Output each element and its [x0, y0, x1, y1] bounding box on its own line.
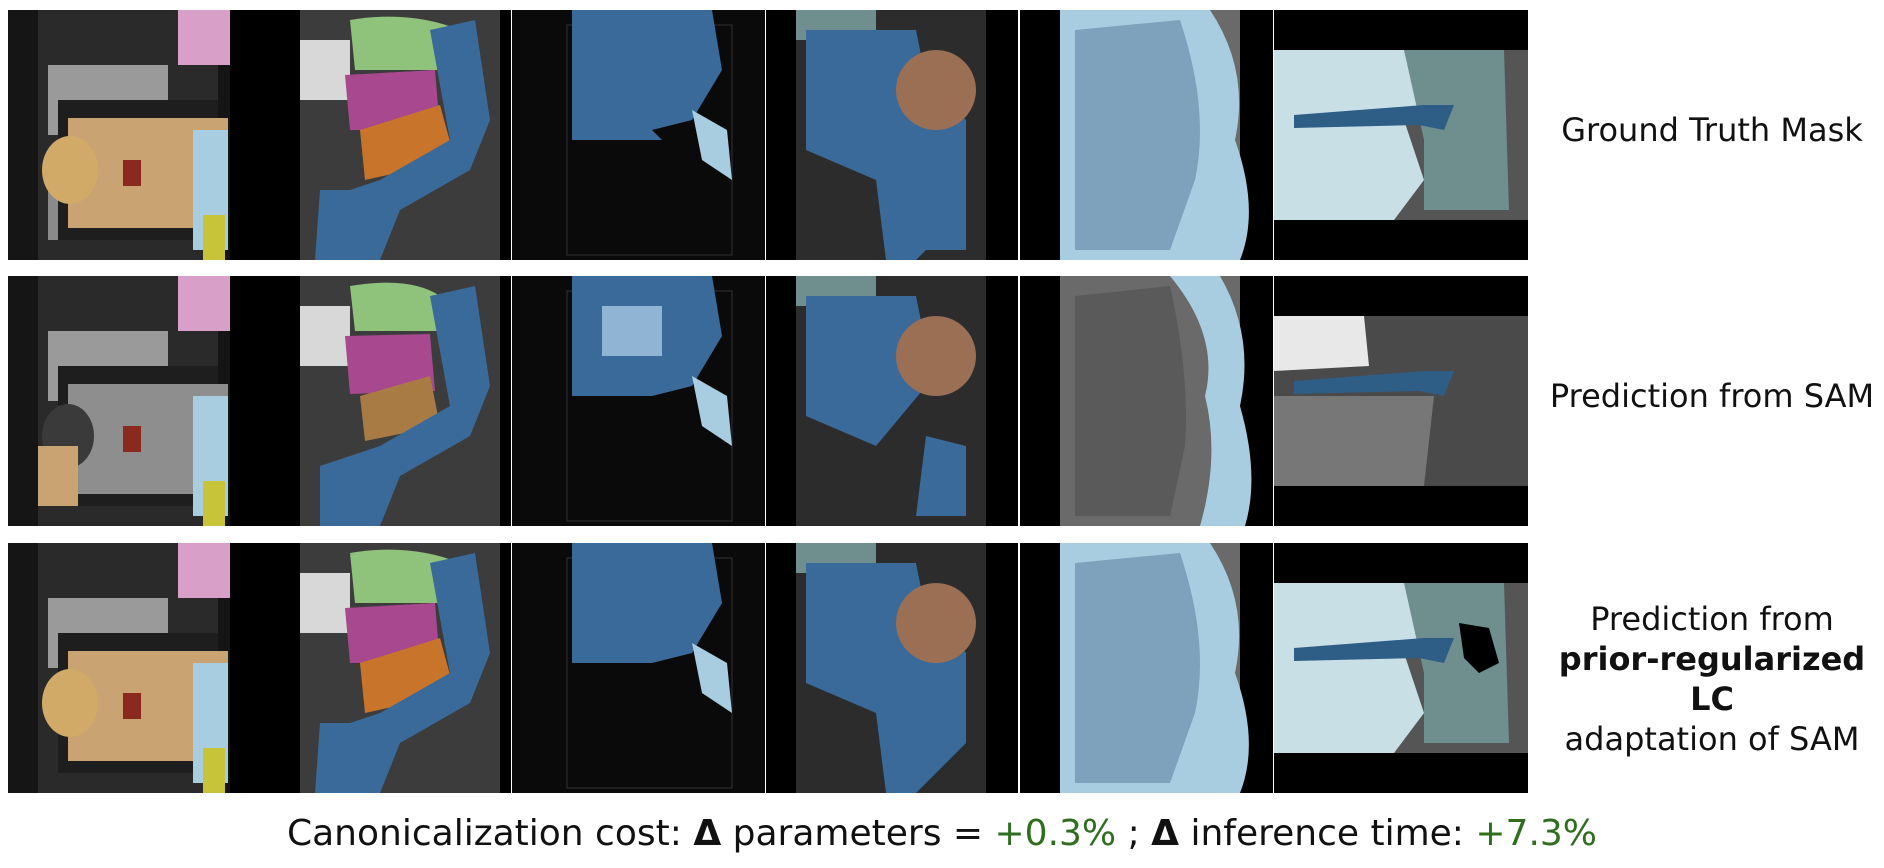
inference-time-cost-value: +7.3% — [1475, 813, 1598, 854]
image-tile — [766, 543, 1018, 793]
parameters-cost-value: +0.3% — [994, 813, 1117, 854]
image-tile — [512, 276, 765, 526]
image-tile — [8, 276, 260, 526]
segmentation-image — [512, 543, 765, 793]
row-label-line: Prediction from — [1590, 600, 1834, 638]
image-tile — [1274, 10, 1528, 260]
segmentation-image — [8, 10, 260, 260]
image-tile — [260, 276, 511, 526]
segmentation-image — [260, 10, 511, 260]
caption-prefix: Canonicalization cost: — [286, 813, 694, 854]
row-label: Ground Truth Mask — [1561, 111, 1863, 149]
row-label-line: adaptation of SAM — [1564, 720, 1860, 758]
segmentation-image — [1020, 543, 1273, 793]
image-tile — [1274, 543, 1528, 793]
delta-symbol: Δ — [1151, 813, 1180, 854]
image-tile — [260, 10, 511, 260]
segmentation-image — [766, 543, 1018, 793]
caption-text: parameters = — [721, 813, 995, 854]
row-label-line-bold: prior-regularized LC — [1558, 640, 1866, 718]
segmentation-image — [8, 543, 260, 793]
image-tile — [1020, 543, 1273, 793]
image-row-ground-truth: Ground Truth Mask — [0, 10, 1884, 260]
image-row-sam-prediction: Prediction from SAM — [0, 276, 1884, 526]
segmentation-image — [1274, 543, 1528, 793]
figure-caption: Canonicalization cost: Δ parameters = +0… — [0, 812, 1884, 856]
image-tile — [8, 543, 260, 793]
image-tile — [512, 10, 765, 260]
delta-symbol: Δ — [693, 813, 722, 854]
segmentation-image — [512, 276, 765, 526]
caption-text: inference time: — [1179, 813, 1476, 854]
image-tile — [766, 10, 1018, 260]
image-tile — [260, 543, 511, 793]
image-row-lc-prediction: Prediction from prior-regularized LC ada… — [0, 543, 1884, 793]
caption-separator: ; — [1116, 813, 1152, 854]
segmentation-image — [260, 543, 511, 793]
image-tile — [1274, 276, 1528, 526]
row-label: Prediction from SAM — [1549, 377, 1875, 415]
segmentation-image — [1274, 10, 1528, 260]
segmentation-image — [1274, 276, 1528, 526]
segmentation-image — [1020, 10, 1273, 260]
image-tile — [1020, 276, 1273, 526]
image-tile — [766, 276, 1018, 526]
image-tile — [512, 543, 765, 793]
image-tile — [8, 10, 260, 260]
segmentation-image — [8, 276, 260, 526]
segmentation-image — [1020, 276, 1273, 526]
segmentation-image — [766, 276, 1018, 526]
row-label: Prediction from prior-regularized LC ada… — [1540, 599, 1884, 759]
image-tile — [1020, 10, 1273, 260]
segmentation-image — [512, 10, 765, 260]
segmentation-image — [260, 276, 511, 526]
segmentation-image — [766, 10, 1018, 260]
